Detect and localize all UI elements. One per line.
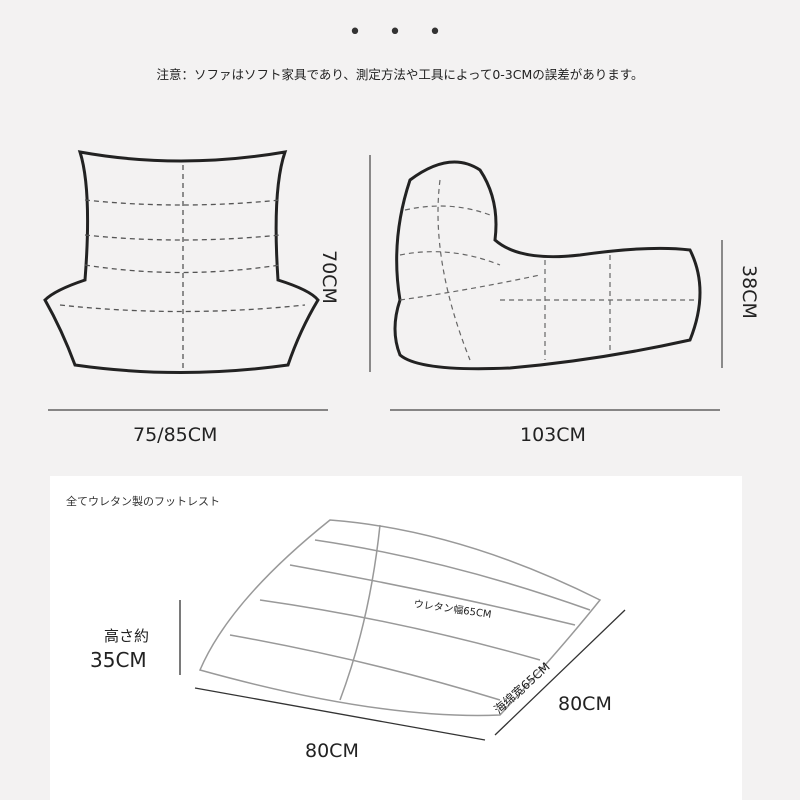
front-sofa-seams — [59, 165, 306, 370]
measurement-note: 注意：ソファはソフト家具であり、測定方法や工具によって0-3CMの誤差があります… — [156, 67, 644, 82]
footrest-depth-label: 80CM — [558, 693, 612, 715]
footrest-title: 全てウレタン製のフットレスト — [66, 495, 220, 508]
footrest-width-arrow — [194, 687, 486, 741]
front-sofa-drawing — [43, 150, 320, 374]
footrest-panel — [50, 476, 742, 800]
footrest-drawing — [198, 519, 602, 717]
seat-height-label: 38CM — [738, 265, 760, 319]
pagination-dots: • • • — [348, 20, 452, 45]
footrest-depth-arrow — [494, 609, 626, 736]
front-width-label: 75/85CM — [133, 424, 218, 446]
footrest-width-label: 80CM — [305, 740, 359, 762]
side-sofa-seams — [399, 179, 695, 361]
front-height-label: 70CM — [318, 250, 340, 304]
footrest-height-label-line2: 35CM — [90, 648, 147, 672]
side-depth-label: 103CM — [520, 424, 586, 446]
footrest-height-label-line1: 高さ約 — [104, 627, 150, 645]
side-sofa-drawing — [393, 160, 702, 371]
